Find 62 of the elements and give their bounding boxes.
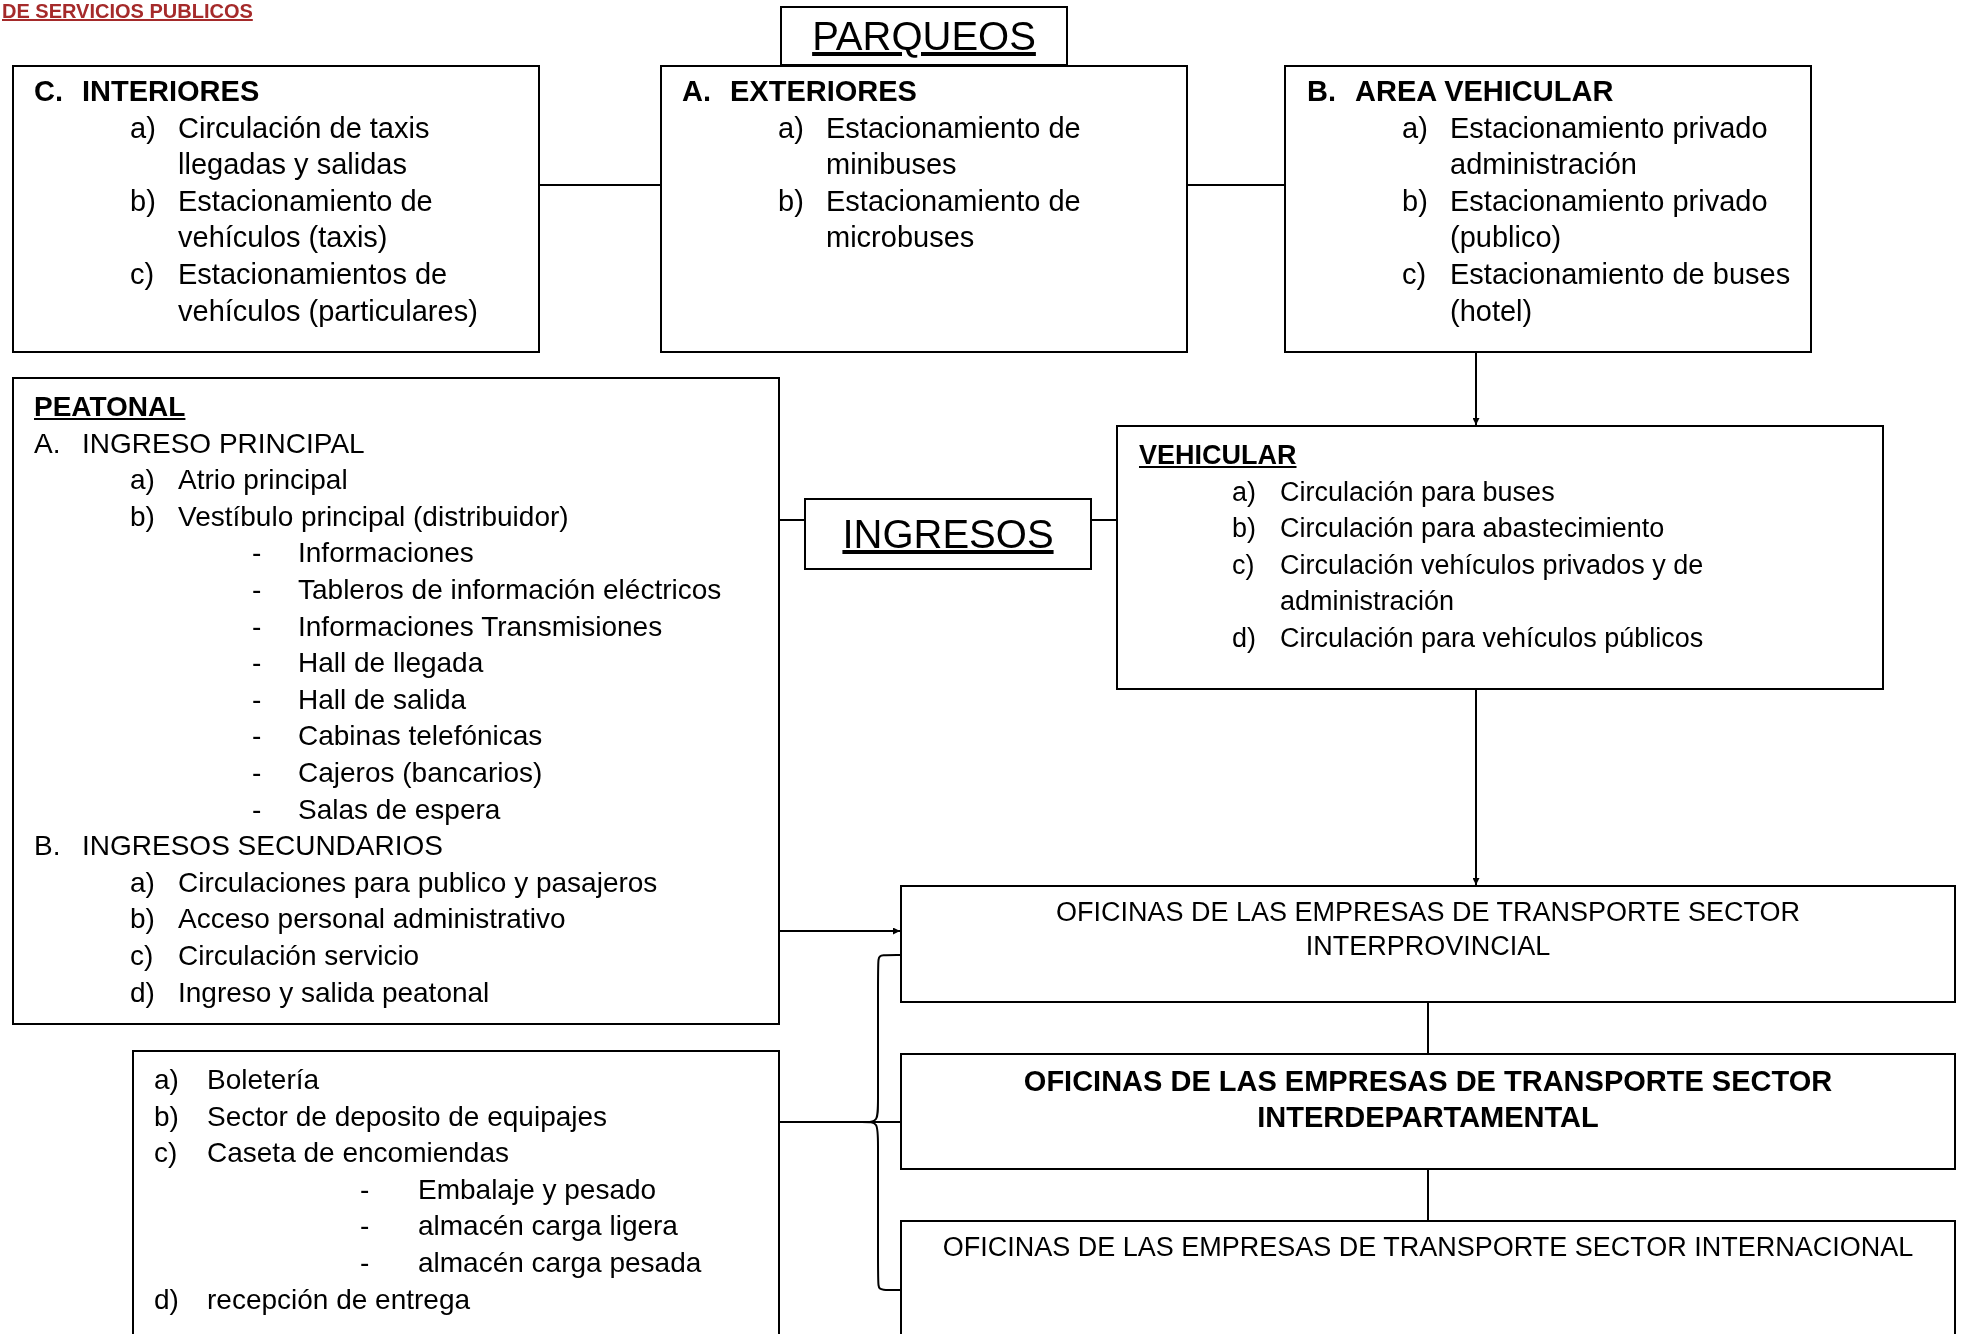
list-item: - Embalaje y pesado xyxy=(359,1172,658,1207)
section-title: INGRESOS xyxy=(842,511,1054,557)
list-item: A. INGRESO PRINCIPAL xyxy=(33,426,366,461)
section-heading: PEATONAL xyxy=(33,390,187,424)
list-item: c) Circulación servicio xyxy=(129,938,421,973)
arrow xyxy=(1472,689,1480,886)
list-item: d) Ingreso y salida peatonal xyxy=(129,975,491,1010)
office-box xyxy=(900,885,1956,1003)
list-box xyxy=(1116,425,1884,690)
list-item: a) Circulación para buses xyxy=(1231,475,1556,509)
list-item: b) Estacionamiento de vehículos (taxis) xyxy=(129,183,434,256)
section-heading: C. INTERIORES xyxy=(33,74,261,109)
list-item: - Salas de espera xyxy=(251,792,502,827)
list-item: - Informaciones xyxy=(251,536,475,571)
list-item: a) Circulaciones para publico y pasajeros xyxy=(129,865,659,900)
list-item: c) Estacionamiento de buses (hotel) xyxy=(1401,256,1792,329)
connector-line xyxy=(779,519,805,521)
section-heading: A. EXTERIORES xyxy=(681,74,918,109)
office-title: OFICINAS DE LAS EMPRESAS DE TRANSPORTE SECTOR INTERDEPARTAMENTAL xyxy=(1022,1064,1834,1135)
list-item: - almacén carga ligera xyxy=(359,1209,679,1244)
list-item: b) Circulación para abastecimiento xyxy=(1231,512,1666,546)
list-item: a) Boletería xyxy=(153,1063,321,1097)
list-item: b) Vestíbulo principal (distribuidor) xyxy=(129,499,570,534)
arrow xyxy=(1472,352,1480,426)
connector-line xyxy=(1427,1169,1429,1221)
list-item: b) Sector de deposito de equipajes xyxy=(153,1099,609,1134)
connector-line xyxy=(1091,519,1117,521)
list-box xyxy=(12,377,780,1025)
connector-line xyxy=(539,184,661,186)
list-item: b) Estacionamiento privado (publico) xyxy=(1401,183,1769,256)
list-item: - almacén carga pesada xyxy=(359,1245,703,1280)
list-item: d) Circulación para vehículos públicos xyxy=(1231,621,1705,655)
list-item: c) Caseta de encomiendas xyxy=(153,1136,510,1171)
list-item: b) Estacionamiento de microbuses xyxy=(777,183,1082,256)
list-item: - Cabinas telefónicas xyxy=(251,719,544,754)
section-heading: VEHICULAR xyxy=(1138,439,1298,472)
section-title: PARQUEOS xyxy=(812,13,1036,59)
list-item: B. INGRESOS SECUNDARIOS xyxy=(33,829,444,864)
list-item: - Tableros de información eléctricos xyxy=(251,572,723,607)
list-box xyxy=(132,1050,780,1334)
list-item: - Hall de llegada xyxy=(251,646,485,681)
list-item: a) Atrio principal xyxy=(129,463,349,498)
section-heading: B. AREA VEHICULAR xyxy=(1306,74,1615,109)
list-box xyxy=(12,65,540,353)
page-title: DE SERVICIOS PUBLICOS xyxy=(2,0,253,23)
list-item: d) recepción de entrega xyxy=(153,1282,472,1317)
list-item: - Informaciones Transmisiones xyxy=(251,609,664,644)
list-box xyxy=(1284,65,1812,353)
connector-line xyxy=(1187,184,1285,186)
list-box xyxy=(660,65,1188,353)
arrow xyxy=(779,927,901,935)
office-box xyxy=(900,1220,1956,1334)
list-item: - Cajeros (bancarios) xyxy=(251,755,544,790)
list-item: b) Acceso personal administrativo xyxy=(129,902,567,937)
connector-line xyxy=(1427,1002,1429,1054)
section-title-box xyxy=(780,6,1068,66)
office-title: OFICINAS DE LAS EMPRESAS DE TRANSPORTE SECTOR INTERPROVINCIAL xyxy=(1054,896,1802,963)
list-item: c) Estacionamientos de vehículos (particulares) xyxy=(129,256,479,329)
section-title-box xyxy=(804,498,1092,570)
office-box xyxy=(900,1053,1956,1170)
list-item: - Hall de salida xyxy=(251,682,468,717)
office-title: OFICINAS DE LAS EMPRESAS DE TRANSPORTE SECTOR INTERNACIONAL xyxy=(942,1231,1914,1264)
